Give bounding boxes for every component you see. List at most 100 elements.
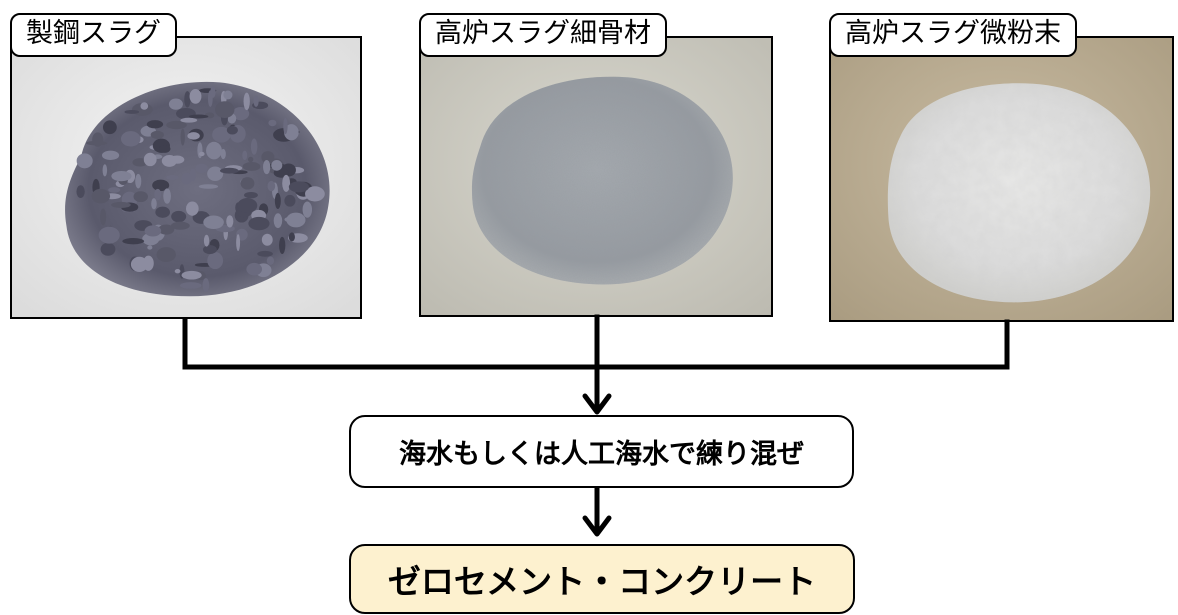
- slag-chunk: [246, 262, 263, 276]
- slag-chunk: [248, 216, 270, 231]
- process-box: 海水もしくは人工海水で練り混ぜ: [349, 415, 854, 488]
- slag-chunk: [206, 141, 222, 160]
- slag-chunk: [207, 90, 213, 107]
- slag-chunk: [212, 126, 231, 143]
- slag-chunk: [166, 175, 179, 180]
- slag-chunk: [174, 268, 181, 274]
- slag-chunk: [268, 119, 277, 127]
- slag-chunk: [215, 101, 235, 119]
- slag-chunk: [102, 120, 117, 135]
- slag-chunk: [158, 224, 175, 235]
- slag-chunk: [181, 270, 202, 280]
- photo-blast-furnace-slag-fine-powder: [829, 36, 1174, 322]
- slag-chunk: [226, 215, 234, 228]
- slag-chunk: [286, 212, 306, 228]
- slag-chunk: [144, 225, 162, 237]
- slag-chunk: [284, 194, 296, 207]
- slag-chunk: [240, 177, 255, 190]
- slag-chunk: [220, 148, 226, 160]
- slag-chunk: [198, 184, 219, 189]
- slag-chunk: [247, 156, 254, 163]
- slag-chunk: [187, 132, 200, 140]
- slag-chunk: [76, 185, 85, 199]
- slag-chunk: [170, 221, 190, 230]
- slag-chunk: [189, 88, 202, 104]
- slag-chunk: [152, 179, 170, 192]
- slag-chunk: [274, 192, 281, 210]
- slag-chunk: [111, 170, 132, 182]
- slag-chunk: [76, 153, 93, 169]
- slag-chunk: [179, 282, 202, 289]
- label-blast-furnace-slag-fine-aggregate: 高炉スラグ細骨材: [419, 13, 667, 57]
- fine-powder-image: [831, 38, 1172, 320]
- slag-chunk: [283, 117, 288, 135]
- slag-chunk: [250, 138, 258, 155]
- result-label: ゼロセメント・コンクリート: [387, 562, 817, 601]
- slag-chunk: [263, 159, 271, 175]
- slag-chunk: [156, 247, 176, 263]
- photo-steel-slag: [10, 36, 362, 319]
- slag-chunk: [151, 198, 157, 210]
- slag-chunk: [147, 245, 153, 250]
- slag-chunk: [168, 98, 183, 110]
- process-label: 海水もしくは人工海水で練り混ぜ: [399, 439, 804, 470]
- slag-chunk: [135, 173, 142, 189]
- slag-chunk: [202, 278, 210, 293]
- slag-chunk: [143, 255, 154, 271]
- slag-chunk: [203, 245, 217, 255]
- slag-chunk: [102, 164, 108, 177]
- slag-chunk: [140, 102, 149, 110]
- slag-chunk: [220, 167, 239, 174]
- slag-chunk: [207, 166, 224, 182]
- arrowhead-down-icon: [582, 515, 612, 537]
- slag-chunk: [170, 155, 185, 164]
- slag-chunk: [257, 250, 273, 257]
- slag-chunk: [184, 91, 191, 108]
- slag-chunk: [111, 201, 131, 208]
- slag-chunk: [242, 150, 248, 161]
- slag-chunk: [236, 234, 241, 252]
- result-box: ゼロセメント・コンクリート: [349, 544, 855, 614]
- slag-chunk: [226, 125, 238, 135]
- slag-chunk: [242, 162, 261, 171]
- label-blast-furnace-slag-fine-powder: 高炉スラグ微粉末: [829, 13, 1077, 57]
- slag-chunk: [282, 174, 291, 192]
- slag-chunk: [266, 256, 275, 265]
- slag-chunk: [186, 201, 199, 216]
- slag-chunk: [188, 114, 209, 119]
- slag-chunk: [181, 172, 192, 185]
- slag-chunk: [163, 188, 171, 204]
- slag-chunk: [244, 191, 258, 199]
- slag-chunk: [154, 188, 162, 201]
- slag-chunk: [92, 132, 104, 147]
- slag-chunk: [180, 128, 185, 146]
- slag-chunk: [203, 234, 210, 247]
- slag-chunk: [146, 120, 164, 129]
- slag-chunk: [159, 144, 171, 153]
- slag-chunk: [122, 238, 145, 245]
- slag-chunk: [132, 158, 148, 167]
- slag-chunk: [124, 109, 140, 114]
- slag-chunk: [120, 131, 141, 147]
- slag-chunk: [237, 198, 258, 213]
- slag-chunk: [101, 150, 120, 160]
- slag-chunk: [243, 92, 250, 111]
- slag-chunk: [199, 151, 205, 157]
- slag-chunk: [100, 242, 116, 256]
- arrowhead-down-icon: [582, 393, 612, 415]
- slag-chunk: [288, 232, 295, 242]
- fine-aggregate-image: [421, 38, 771, 315]
- slag-chunk: [279, 236, 286, 255]
- slag-chunk: [305, 186, 325, 202]
- label-steel-slag: 製鋼スラグ: [10, 13, 177, 57]
- slag-chunk: [271, 160, 283, 171]
- slag-chunk: [284, 124, 299, 141]
- photo-blast-furnace-slag-fine-aggregate: [419, 36, 773, 317]
- slag-chunk: [108, 187, 121, 193]
- slag-chunk: [180, 117, 198, 123]
- slag-chunk: [261, 233, 273, 246]
- steel-slag-image: [12, 38, 360, 317]
- slag-chunk: [232, 107, 250, 121]
- slag-chunk: [302, 201, 313, 218]
